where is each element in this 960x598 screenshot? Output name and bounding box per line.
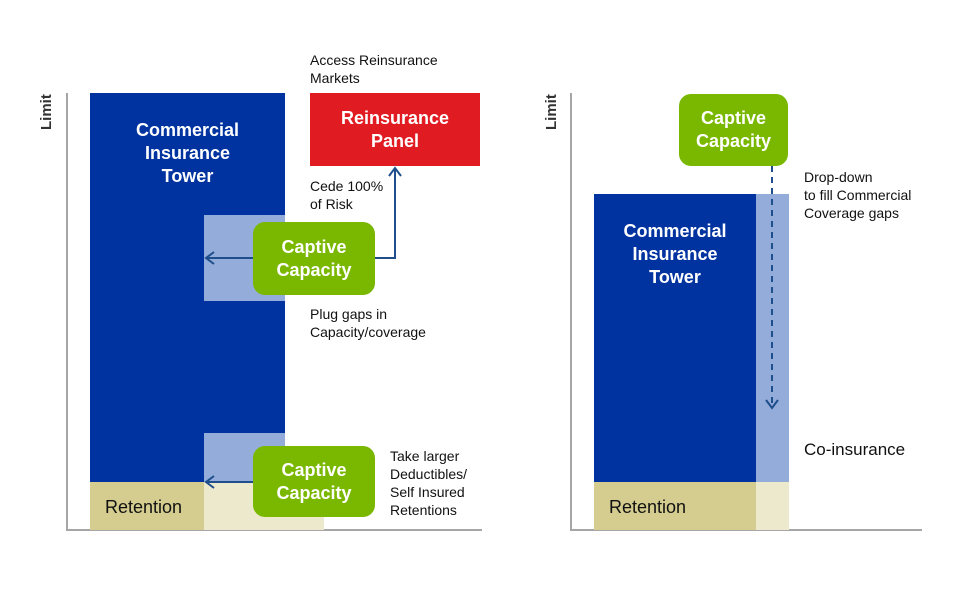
retention-layer-right (594, 482, 756, 530)
captive-capacity-right: Captive Capacity (679, 94, 788, 166)
arrow-to-reinsurance (375, 168, 396, 259)
deductibles-note: Take larger Deductibles/ Self Insured Re… (390, 448, 468, 518)
dropdown-note: Drop-down to fill Commercial Coverage ga… (804, 169, 912, 221)
left-x-axis (66, 529, 482, 531)
retention-label-right: Retention (609, 497, 687, 517)
retention-extension-right (756, 482, 789, 530)
captive-capacity-top: Captive Capacity (253, 222, 375, 295)
tower-label-right: Commercial Insurance Tower (623, 221, 727, 287)
tower-label: Commercial Insurance Tower (135, 120, 240, 186)
plug-gaps-note: Plug gaps in Capacity/coverage (310, 306, 426, 340)
commercial-tower-right (594, 194, 756, 482)
coinsurance-label: Co-insurance (804, 440, 906, 459)
captive-bottom-label: Captive Capacity (276, 459, 352, 503)
right-x-axis (570, 529, 922, 531)
left-y-axis (66, 93, 68, 531)
reinsurance-panel-label: Reinsurance Panel (340, 107, 450, 151)
arrow-head-down (765, 399, 779, 410)
right-y-axis (570, 93, 572, 531)
arrow-head-left-bottom (204, 475, 215, 489)
arrow-head-up (388, 166, 402, 177)
captive-right-label: Captive Capacity (695, 108, 772, 151)
retention-layer (90, 482, 204, 530)
coinsurance-layer (756, 194, 789, 482)
captive-top-label: Captive Capacity (276, 236, 352, 280)
captive-capacity-bottom: Captive Capacity (253, 446, 375, 517)
reinsurance-note: Access Reinsurance Markets (310, 52, 438, 86)
arrow-head-left-top (204, 251, 215, 265)
cede-note: Cede 100% of Risk (310, 178, 384, 212)
retention-label: Retention (105, 497, 183, 517)
reinsurance-panel: Reinsurance Panel (310, 93, 480, 166)
